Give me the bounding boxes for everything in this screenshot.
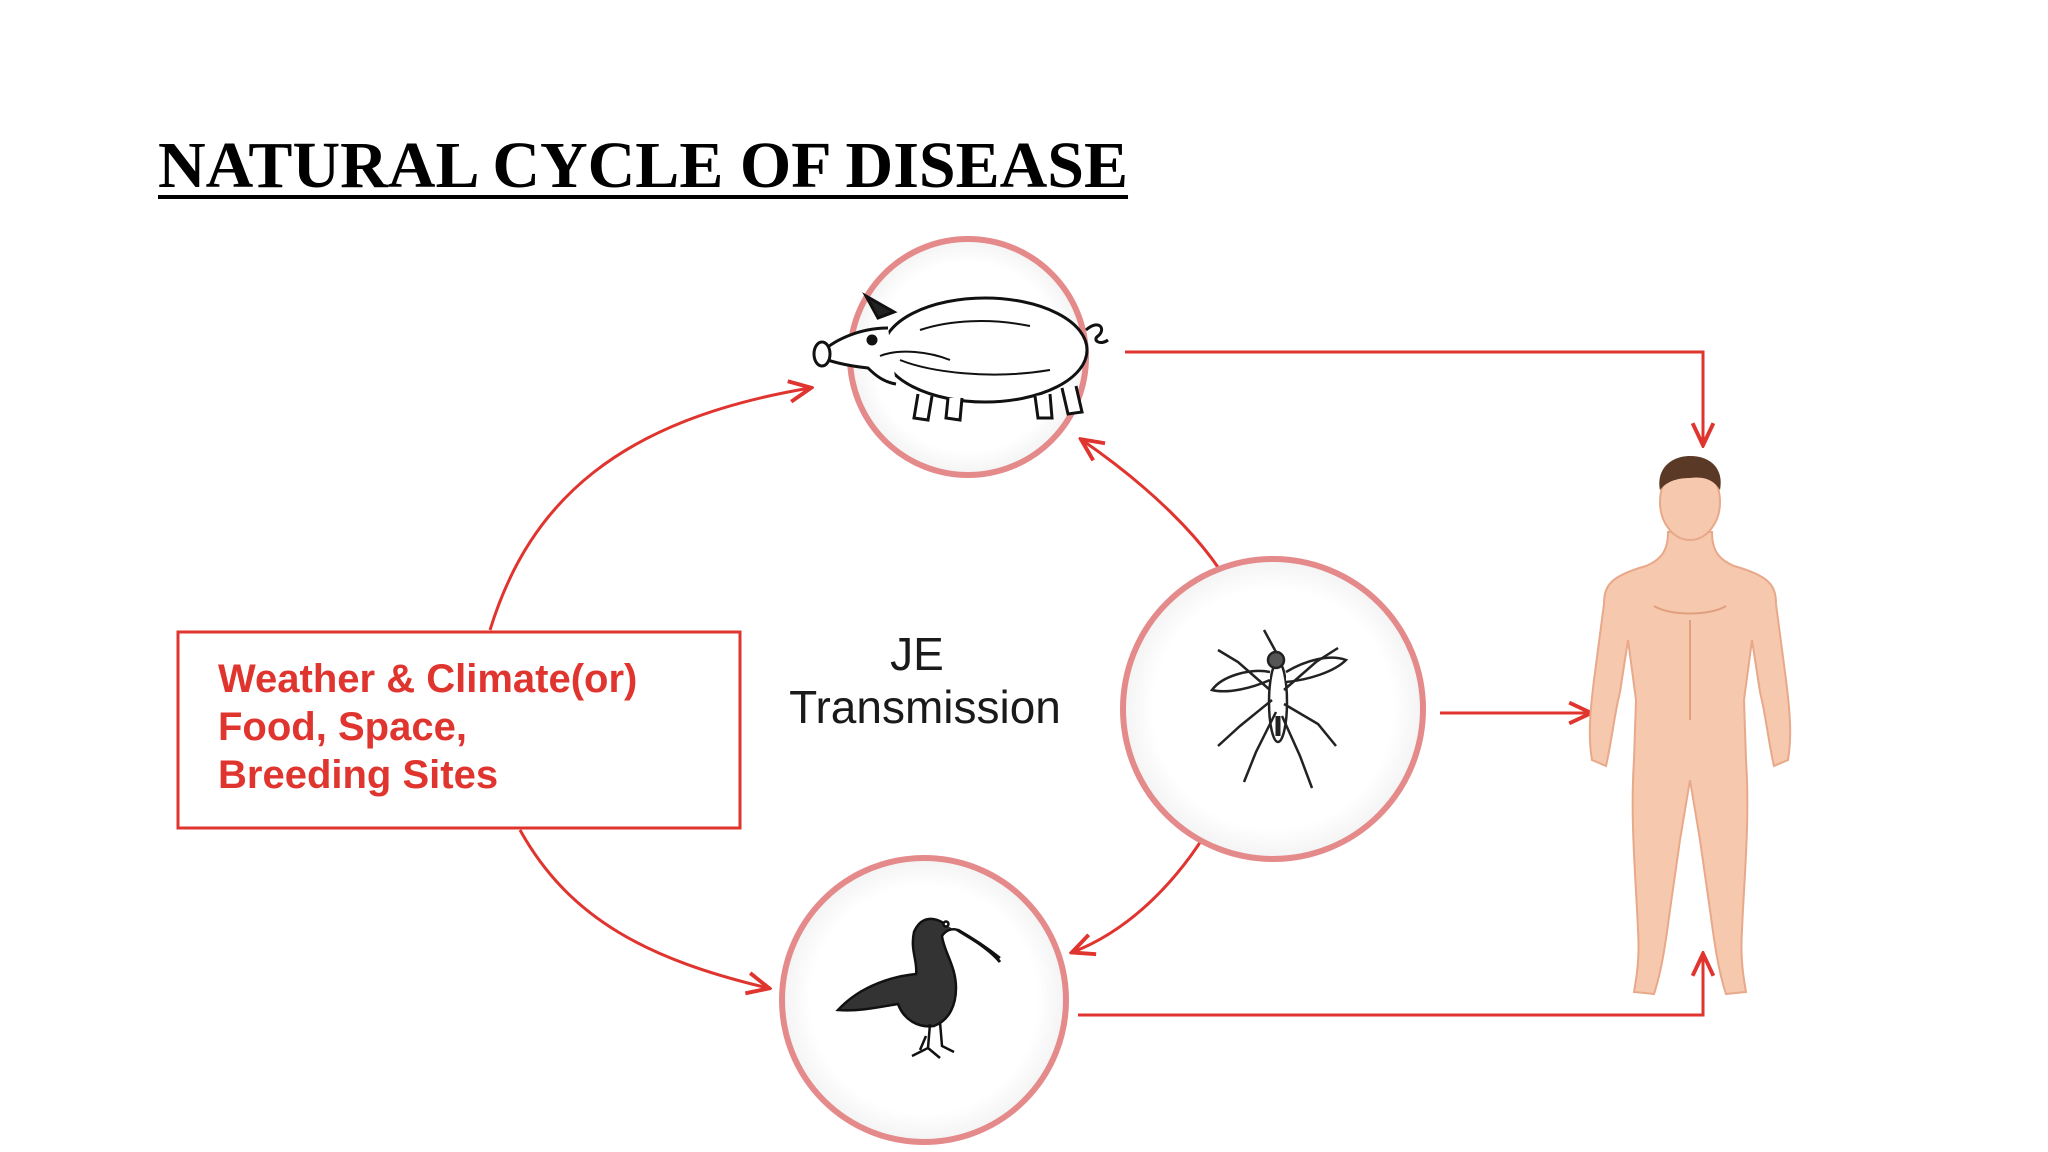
bird-icon <box>835 917 1002 1059</box>
bird-to-human-arrow <box>1078 955 1703 1017</box>
pig-to-human-arrow <box>1125 350 1703 444</box>
factor-to-pig-arrow <box>488 388 810 631</box>
factors-line-1: Weather & Climate(or) <box>218 657 637 701</box>
factors-line-2: Food, Space, <box>218 705 467 749</box>
factors-box <box>176 630 742 830</box>
pig-icon <box>812 292 1109 422</box>
bird-node <box>779 855 1069 1145</box>
mosquito-node <box>1120 556 1426 862</box>
mosquito-icon <box>1209 629 1349 789</box>
factor-to-bird-arrow <box>518 829 768 988</box>
je-label: JE <box>890 628 944 680</box>
transmission-label: Transmission <box>789 681 1061 733</box>
factors-line-3: Breeding Sites <box>218 753 498 797</box>
page-title: NATURAL CYCLE OF DISEASE <box>158 129 1129 202</box>
pig-node <box>812 236 1109 478</box>
human-icon <box>1588 456 1792 996</box>
